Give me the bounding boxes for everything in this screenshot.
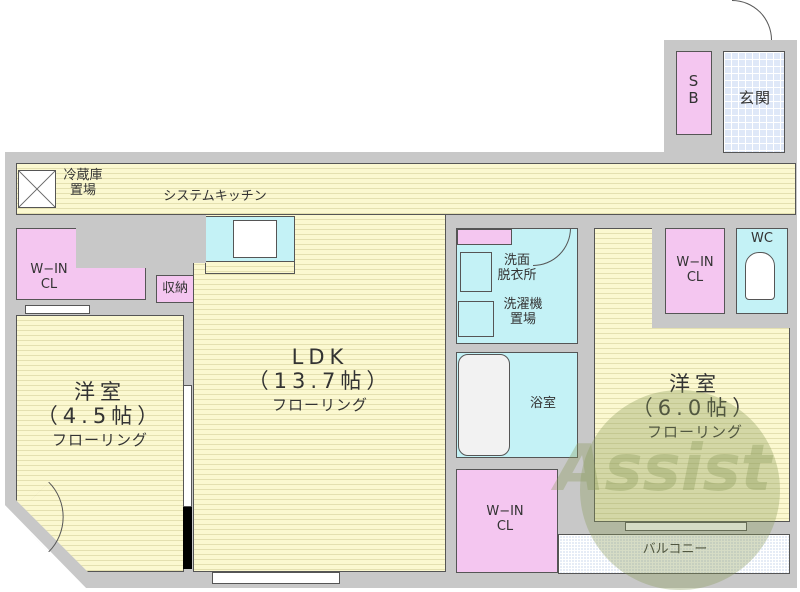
wic-bottom <box>456 469 558 573</box>
washroom-label: 洗面 脱衣所 <box>492 253 542 284</box>
wr1-closet-door <box>25 305 90 314</box>
corridor-floor <box>16 163 796 215</box>
wic-left-inner-wall <box>76 228 96 258</box>
wic-bottom-line1: W−IN <box>486 504 524 519</box>
wc-label: WC <box>751 231 773 246</box>
wr1-name: 洋室 <box>74 380 126 404</box>
washroom-shelf <box>457 229 512 245</box>
shoe-box <box>676 51 712 135</box>
wic-right <box>665 228 725 314</box>
wic-bottom-label: W−IN CL <box>470 504 540 535</box>
front-door[interactable] <box>732 0 772 40</box>
ldk-label: LDK （13.7帖） フローリング <box>230 345 410 415</box>
ldk-name: LDK <box>291 345 349 369</box>
western-room-1-label: 洋室 （4.5帖） フローリング <box>25 380 175 450</box>
wr1-size: （4.5帖） <box>36 404 164 429</box>
fridge-space-box <box>18 170 56 208</box>
wic-left-line2: CL <box>40 276 58 292</box>
washer-icon <box>458 301 494 337</box>
wic-right-label: W−IN CL <box>665 255 725 286</box>
ldk-size: （13.7帖） <box>247 369 393 394</box>
washroom-line2: 脱衣所 <box>497 267 537 283</box>
counter-extension <box>205 261 295 274</box>
sliding-door-partition <box>183 385 192 507</box>
bathtub-icon <box>458 354 510 456</box>
entrance-hall <box>723 51 785 153</box>
wic-right-line2: CL <box>686 269 704 285</box>
watermark-circle <box>580 390 780 590</box>
shoe-box-label: S B <box>688 72 700 108</box>
wic-right-line1: W−IN <box>676 255 714 270</box>
western-room-2-label: 洋室 （6.0帖） フローリング <box>605 372 785 442</box>
fridge-space-label: 冷蔵庫 置場 <box>58 168 108 199</box>
balcony <box>558 534 790 574</box>
wic-left-line1: W−IN <box>30 262 68 277</box>
wr2-size: （6.0帖） <box>631 396 759 421</box>
storage-label: 収納 <box>161 281 188 296</box>
storage-closet <box>156 275 194 303</box>
wr2-window <box>625 522 747 531</box>
washer-space-label: 洗濯機 置場 <box>496 297 550 328</box>
wic-left-label: W−IN CL <box>24 262 74 293</box>
washer-line2: 置場 <box>509 311 536 327</box>
toilet-icon <box>745 252 775 300</box>
ldk-room <box>193 214 446 572</box>
washroom-line1: 洗面 <box>503 253 530 268</box>
system-kitchen-label: システムキッチン <box>163 189 267 204</box>
ldk-window <box>212 572 340 584</box>
watermark-text: Assist <box>555 432 772 506</box>
ldk-floor: フローリング <box>271 396 368 415</box>
balcony-label: バルコニー <box>642 542 708 557</box>
fridge-label-line2: 置場 <box>69 182 96 198</box>
wic-bottom-line2: CL <box>496 518 514 534</box>
partition-black <box>183 507 192 569</box>
washer-line1: 洗濯機 <box>503 297 543 312</box>
bathroom-label: 浴室 <box>529 396 556 411</box>
wr2-name: 洋室 <box>669 372 721 396</box>
sink-icon <box>233 220 277 258</box>
entrance-label: 玄関 <box>738 89 771 107</box>
fridge-label-line1: 冷蔵庫 <box>63 168 103 183</box>
wr1-floor: フローリング <box>51 431 148 450</box>
wr2-floor: フローリング <box>646 423 743 442</box>
vanity-icon <box>460 252 492 292</box>
